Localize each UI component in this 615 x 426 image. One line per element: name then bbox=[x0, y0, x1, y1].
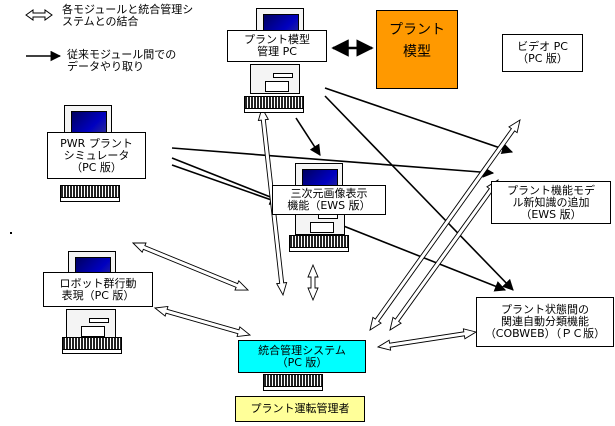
legend-data-exchange-label: 従来モジュール間での データやり取り bbox=[67, 49, 176, 73]
node-robot-behavior[interactable]: ロボット群行動 表現（PC 版） bbox=[43, 272, 153, 307]
stray-dot bbox=[10, 232, 12, 234]
data-exchange-arrow-plant-model-pc-to-three-d-display bbox=[295, 117, 321, 156]
node-label: ビデオ PC bbox=[517, 40, 568, 53]
node-3d-display[interactable]: 三次元画像表示 機能（EWS 版） bbox=[272, 185, 386, 215]
node-knowledge-addition[interactable]: プラント機能モデ ル新知識の追加 （EWS 版） bbox=[491, 181, 611, 224]
node-label: プラント運転管理者 bbox=[250, 402, 350, 415]
node-label: 三次元画像表示 bbox=[290, 187, 368, 200]
node-plant-operator[interactable]: プラント運転管理者 bbox=[235, 396, 365, 422]
integration-arrow-pwr-simulator bbox=[131, 242, 250, 291]
node-label: PWR プラント bbox=[60, 136, 133, 150]
integration-arrow-state-classification bbox=[376, 328, 478, 351]
integration-arrow-three-d-display bbox=[307, 263, 319, 302]
data-exchange-arrow-plant-model-pc-to-knowledge-add bbox=[324, 87, 514, 155]
node-label: （PC 版） bbox=[276, 355, 328, 369]
data-exchange-arrow-pwr-simulator-to-three-d-display bbox=[171, 164, 282, 205]
node-label: （PC 版） bbox=[71, 160, 122, 174]
node-label: 管理 PC bbox=[257, 45, 297, 58]
node-plant-model[interactable]: プラント 模型 bbox=[376, 10, 458, 89]
integration-arrow-robot-behavior bbox=[153, 305, 252, 338]
data-exchange-arrow-pwr-simulator-to-knowledge-add bbox=[171, 147, 495, 178]
node-label: シミュレータ bbox=[63, 148, 130, 162]
legend-data-line2: データやり取り bbox=[67, 60, 144, 73]
node-integrated-management-system[interactable]: 統合管理システム （PC 版） bbox=[238, 340, 366, 373]
node-label: プラント状態間の bbox=[501, 303, 589, 316]
legend-integration-label: 各モジュールと統合管理シ ステムとの結合 bbox=[62, 4, 193, 28]
node-label: プラント bbox=[389, 22, 445, 38]
node-label: 関連自動分類機能 bbox=[501, 315, 589, 328]
node-label: 模型 bbox=[403, 44, 431, 60]
data-exchange-arrow-plant-model-pc-to-state-classification bbox=[324, 95, 514, 291]
node-state-classification[interactable]: プラント状態間の 関連自動分類機能 （COBWEB）（ＰＣ版） bbox=[476, 297, 614, 347]
legend-integration-line1: 各モジュールと統合管理シ bbox=[62, 3, 194, 16]
node-label: （EWS 版） bbox=[520, 207, 582, 221]
node-label: 機能（EWS 版） bbox=[287, 199, 371, 212]
node-label: （COBWEB）（ＰＣ版） bbox=[484, 327, 606, 340]
legend-double-arrow-icon bbox=[25, 9, 53, 21]
node-label: 表現（PC 版） bbox=[61, 288, 135, 302]
node-label: 統合管理システム bbox=[258, 343, 346, 357]
node-video-pc[interactable]: ビデオ PC （PC 版） bbox=[502, 34, 583, 72]
node-label: （PC 版） bbox=[517, 52, 568, 65]
node-plant-model-pc[interactable]: プラント模型 管理 PC bbox=[227, 30, 327, 62]
integration-arrow-knowledge-add bbox=[369, 119, 521, 331]
node-label: プラント機能モデ bbox=[507, 183, 595, 197]
node-label: ロボット群行動 bbox=[59, 276, 137, 290]
node-pwr-simulator[interactable]: PWR プラント シミュレータ （PC 版） bbox=[47, 132, 146, 179]
node-label: プラント模型 bbox=[244, 33, 310, 46]
node-label: ル新知識の追加 bbox=[512, 195, 590, 209]
legend-integration-line2: ステムとの結合 bbox=[62, 15, 139, 28]
legend-data-line1: 従来モジュール間での bbox=[67, 48, 177, 61]
